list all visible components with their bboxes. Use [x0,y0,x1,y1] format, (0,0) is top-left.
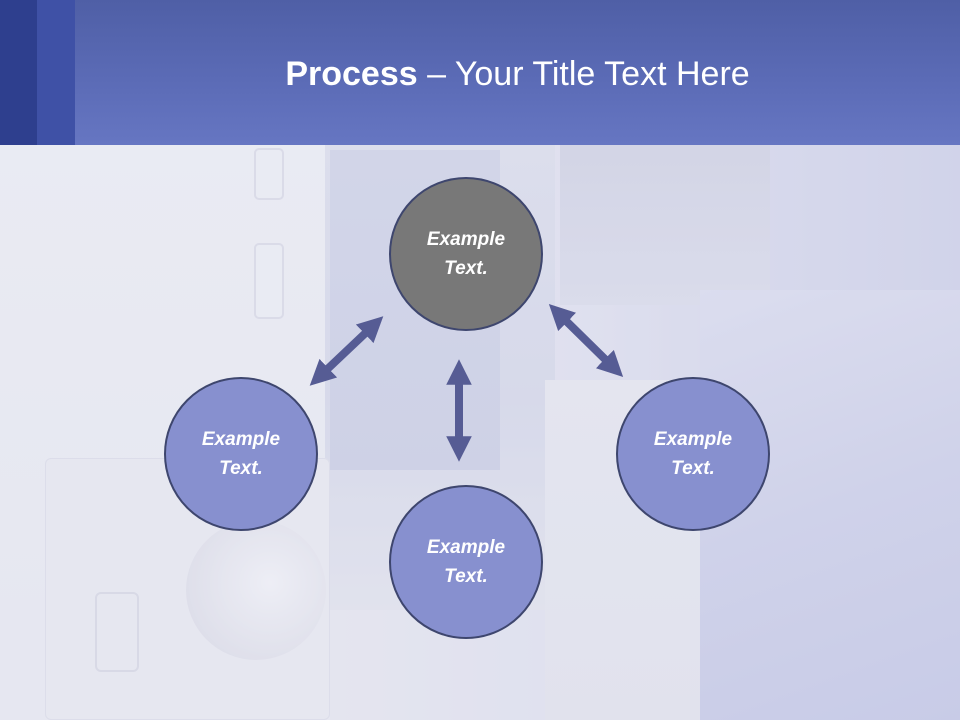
process-step-right[interactable]: Example Text. [616,377,770,531]
process-step-label: Example Text. [426,229,506,279]
process-step-top[interactable]: Example Text. [389,177,543,331]
slide-title-bold: Process [285,55,418,93]
process-step-label: Example Text. [653,429,733,479]
process-step-label: Example Text. [201,429,281,479]
slide-title[interactable]: Process – Your Title Text Here [75,52,960,96]
background-device-icon [254,148,284,200]
arrow-top-left[interactable] [309,316,384,386]
process-step-bottom[interactable]: Example Text. [389,485,543,639]
background-equipment [560,145,770,305]
process-step-left[interactable]: Example Text. [164,377,318,531]
process-step-label: Example Text. [426,537,506,587]
background-knob [186,520,326,660]
title-bar: Process – Your Title Text Here [0,0,960,145]
slide-title-rest: – Your Title Text Here [417,55,750,93]
header-accent-band [37,0,75,145]
arrow-top-right[interactable] [548,304,624,377]
header-accent-band [0,0,37,145]
background-power-icon [95,592,139,672]
background-device-icon [254,243,284,319]
